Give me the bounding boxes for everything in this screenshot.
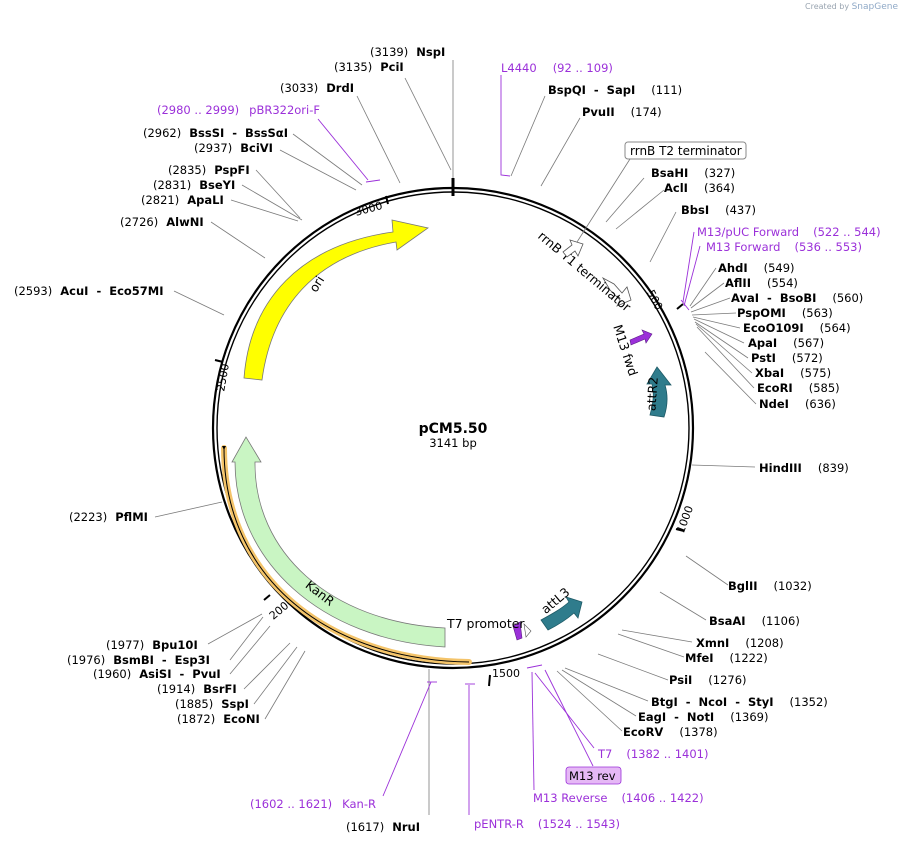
label-rrnb-t2-box: rrnB T2 terminator — [576, 141, 747, 243]
site-ecori[interactable]: EcoRI(585) — [757, 381, 840, 395]
primer-pentr-r[interactable]: pENTR-R(1524 .. 1543) — [474, 817, 620, 831]
plasmid-name: pCM5.50 — [419, 421, 488, 437]
site-pspomi[interactable]: PspOMI(563) — [737, 306, 833, 320]
site-hindiii[interactable]: HindIII(839) — [759, 461, 849, 475]
site-bcivi[interactable]: (2937)BciVI — [194, 141, 273, 155]
site-psti[interactable]: PstI(572) — [751, 351, 823, 365]
feature-t7-promoter[interactable] — [512, 621, 523, 641]
tick-label-1500: 1500 — [492, 667, 520, 680]
feature-label-attr2: attR2 — [643, 376, 660, 411]
feature-attl3[interactable] — [540, 596, 583, 631]
site-labels: (3139)NspI (3135)PciI (3033)DrdI (2962)B… — [14, 45, 863, 834]
tick-3000 — [385, 195, 389, 205]
feature-rrnb-t1[interactable] — [601, 276, 632, 307]
site-ahdi[interactable]: AhdI(549) — [718, 261, 795, 275]
site-pcii[interactable]: (3135)PciI — [334, 60, 404, 74]
feature-m13-fwd[interactable] — [629, 329, 653, 346]
site-aflii[interactable]: AflII(554) — [725, 276, 798, 290]
site-sspi[interactable]: (1885)SspI — [175, 697, 249, 711]
site-eagi[interactable]: EagI - NotI(1369) — [638, 710, 768, 724]
site-bpu10i[interactable]: (1977)Bpu10I — [106, 638, 198, 652]
tick-label-2500: 2500 — [214, 363, 232, 393]
site-asisi[interactable]: (1960)AsiSI - PvuI — [93, 667, 221, 681]
plasmid-length: 3141 bp — [429, 436, 477, 450]
primer-m13-puc-forward[interactable]: M13/pUC Forward(522 .. 544) — [697, 225, 881, 239]
primer-m13-rev-box — [565, 766, 622, 785]
feature-rrnb-t2[interactable] — [562, 239, 584, 258]
site-pspfi[interactable]: (2835)PspFI — [168, 163, 250, 177]
primer-m13-reverse[interactable]: M13 Reverse(1406 .. 1422) — [533, 791, 704, 805]
site-ndei[interactable]: NdeI(636) — [759, 397, 836, 411]
feature-label-rrnb-t2: rrnB T2 terminator — [630, 144, 742, 158]
tick-500 — [676, 303, 684, 310]
site-bsmbi[interactable]: (1976)BsmBI - Esp3I — [67, 653, 210, 667]
site-bspqi[interactable]: BspQI - SapI(111) — [548, 83, 682, 97]
primer-t7[interactable]: T7(1382 .. 1401) — [597, 747, 708, 761]
primer-leaders — [317, 75, 701, 815]
site-nrui[interactable]: (1617)NruI — [346, 820, 420, 834]
site-drdi[interactable]: (3033)DrdI — [280, 81, 354, 95]
site-acui[interactable]: (2593)AcuI - Eco57MI — [14, 284, 164, 298]
site-nspi[interactable]: (3139)NspI — [370, 45, 445, 59]
site-leaders — [154, 60, 757, 815]
site-xmni[interactable]: XmnI(1208) — [696, 636, 784, 650]
tick-label-3000: 3000 — [354, 199, 384, 219]
feature-kanr-orf-line — [221, 445, 470, 663]
feature-label-rrnb-t1: rrnB T1 terminator — [535, 228, 634, 315]
site-xbai[interactable]: XbaI(575) — [755, 366, 831, 380]
site-bsaai[interactable]: BsaAI(1106) — [709, 614, 800, 628]
feature-t7-promoter-2[interactable] — [523, 623, 532, 638]
feature-ori[interactable] — [243, 219, 429, 381]
tick-2000 — [263, 594, 271, 601]
site-pflmi[interactable]: (2223)PflMI — [69, 510, 148, 524]
snapgene-logo: SnapGene — [851, 2, 898, 12]
site-apali[interactable]: (2821)ApaLI — [141, 193, 224, 207]
credit-line: Created by SnapGene — [805, 2, 898, 12]
site-ecorv[interactable]: EcoRV(1378) — [623, 725, 718, 739]
feature-label-ori: ori — [306, 273, 327, 295]
site-acli[interactable]: AclI(364) — [664, 181, 735, 195]
site-bsahi[interactable]: BsaHI(327) — [651, 166, 735, 180]
primer-pbr322ori-f[interactable]: (2980 .. 2999)pBR322ori-F — [157, 103, 320, 117]
site-mfei[interactable]: MfeI(1222) — [685, 651, 768, 665]
site-ecoo109i[interactable]: EcoO109I(564) — [743, 321, 851, 335]
site-apai[interactable]: ApaI(567) — [748, 336, 824, 350]
tick-label-1000: 1000 — [674, 504, 696, 535]
site-bsrfi[interactable]: (1914)BsrFI — [157, 682, 237, 696]
site-btgi[interactable]: BtgI - NcoI - StyI(1352) — [651, 695, 828, 709]
primer-labels: L4440(92 .. 109) (2980 .. 2999)pBR322ori… — [157, 61, 881, 831]
credit-prefix: Created by — [805, 2, 850, 11]
site-econi[interactable]: (1872)EcoNI — [177, 712, 260, 726]
primer-m13-rev[interactable]: M13 rev — [569, 769, 616, 783]
primer-kan-r[interactable]: (1602 .. 1621)Kan-R — [250, 797, 376, 811]
site-bglii[interactable]: BglII(1032) — [728, 579, 812, 593]
primer-m13-forward[interactable]: M13 Forward(536 .. 553) — [706, 240, 862, 254]
tick-1500 — [488, 674, 491, 687]
feature-label-t7-promoter: T7 promoter — [446, 616, 525, 631]
feature-attr2[interactable] — [646, 366, 672, 418]
tick-1000 — [675, 528, 685, 532]
tick-2500 — [214, 359, 224, 363]
site-bsssi[interactable]: (2962)BssSI - BssSαI — [143, 126, 288, 140]
primer-l4440[interactable]: L4440(92 .. 109) — [501, 61, 613, 75]
site-bbsi[interactable]: BbsI(437) — [681, 203, 756, 217]
site-pvuii[interactable]: PvuII(174) — [582, 105, 662, 119]
feature-label-m13-fwd: M13 fwd — [610, 323, 641, 378]
site-bseyi[interactable]: (2831)BseYI — [153, 178, 235, 192]
site-psii[interactable]: PsiI(1276) — [669, 673, 747, 687]
feature-kanr[interactable] — [231, 436, 446, 648]
site-avai[interactable]: AvaI - BsoBI(560) — [731, 291, 863, 305]
site-alwni[interactable]: (2726)AlwNI — [120, 215, 204, 229]
